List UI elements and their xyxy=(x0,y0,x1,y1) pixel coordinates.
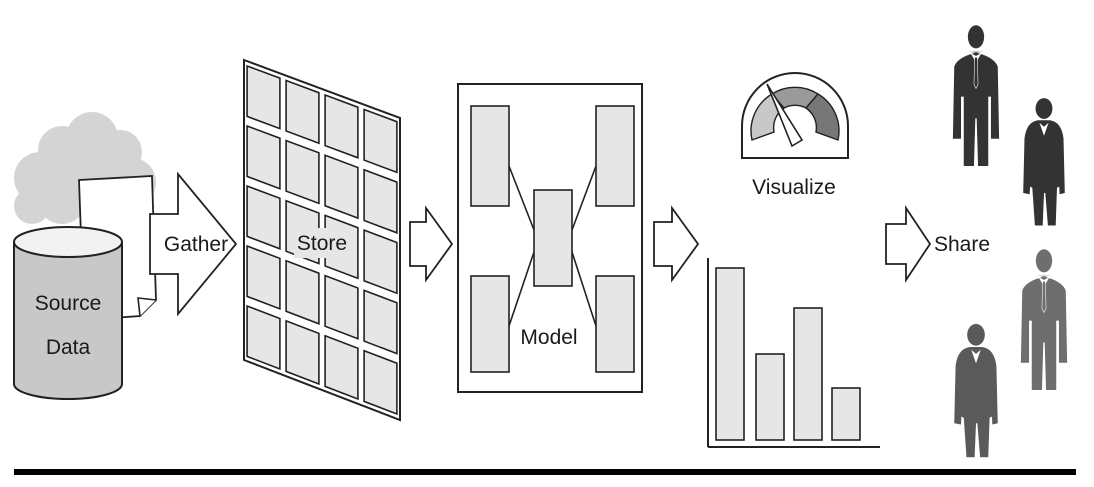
store-grid xyxy=(243,58,401,422)
visualize-label: Visualize xyxy=(752,176,836,199)
model-box-bottom-right xyxy=(595,275,635,373)
gauge-icon xyxy=(741,72,849,159)
store-grid-cell xyxy=(363,289,398,355)
store-grid-cell xyxy=(324,274,359,340)
store-grid-cell xyxy=(285,259,320,325)
model-diagram xyxy=(457,83,643,393)
bar-chart-bar-1 xyxy=(715,267,745,441)
store-grid-cell xyxy=(285,319,320,386)
model-to-visualize-arrow xyxy=(653,205,700,283)
store-grid-cell xyxy=(246,184,281,250)
model-box-center xyxy=(533,189,573,287)
store-grid-cell xyxy=(324,154,359,220)
store-grid-cell xyxy=(246,124,281,190)
store-grid-cell xyxy=(246,64,281,130)
model-label: Model xyxy=(520,326,577,349)
store-to-model-arrow xyxy=(409,205,454,283)
store-grid-cell xyxy=(324,93,359,159)
store-grid-cell xyxy=(285,139,320,205)
store-grid-cell xyxy=(363,228,398,295)
store-grid-cell xyxy=(246,244,281,311)
source-data-label-line2: Data xyxy=(46,336,91,359)
bar-chart-bar-2 xyxy=(755,353,785,441)
store-grid-cell xyxy=(285,79,320,145)
gather-label: Gather xyxy=(164,233,228,256)
gather-arrow xyxy=(149,171,238,317)
store-grid-cell xyxy=(363,108,398,174)
store-grid-cell xyxy=(363,168,398,234)
model-box-top-left xyxy=(470,105,510,207)
share-arrow xyxy=(885,205,932,283)
person-icon xyxy=(1023,98,1065,226)
bar-chart-bar-3 xyxy=(793,307,823,441)
store-grid-frame xyxy=(243,58,401,422)
person-icon xyxy=(952,25,1000,166)
bottom-rule xyxy=(14,469,1076,475)
database-icon xyxy=(13,226,123,400)
model-box-top-right xyxy=(595,105,635,207)
share-label: Share xyxy=(934,233,990,256)
store-label: Store xyxy=(297,232,347,255)
bar-chart-icon xyxy=(707,258,880,448)
store-grid-cell xyxy=(363,349,398,416)
bar-chart-bar-4 xyxy=(831,387,861,441)
source-data-label-line1: Source xyxy=(35,292,102,315)
person-icon xyxy=(954,323,998,458)
store-grid-cell xyxy=(324,334,359,401)
person-icon xyxy=(1020,249,1068,390)
cloud-icon xyxy=(14,112,156,224)
store-grid-cell xyxy=(246,304,281,371)
model-box-bottom-left xyxy=(470,275,510,373)
